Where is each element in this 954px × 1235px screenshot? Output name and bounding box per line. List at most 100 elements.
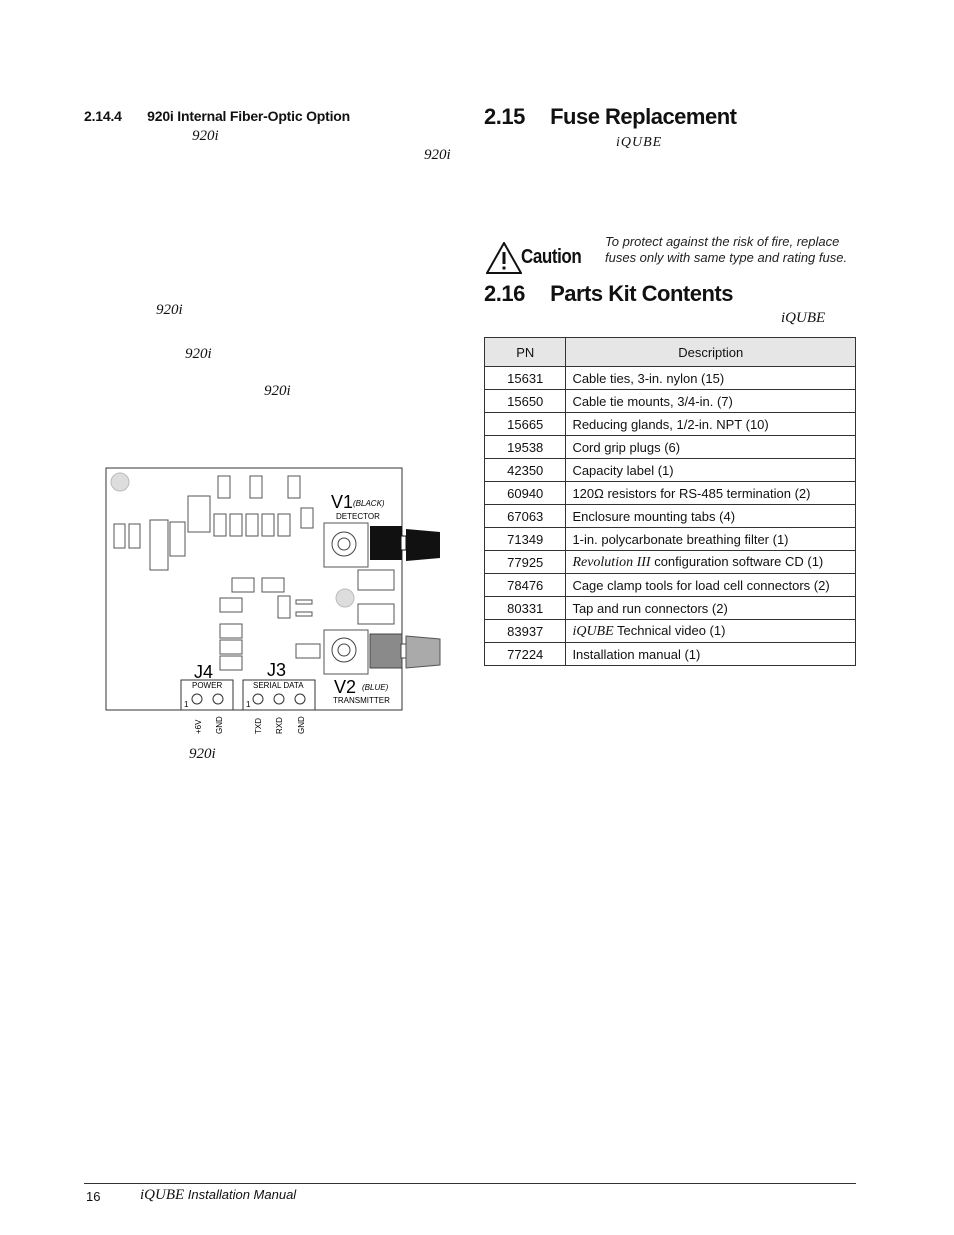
parts-heading: 2.16 Parts Kit Contents (484, 281, 733, 307)
j4-pin-label: +6V (194, 719, 203, 734)
part-description-cell: Cord grip plugs (6) (565, 435, 856, 459)
footer-page-number: 16 (86, 1189, 101, 1204)
model-ref: 920i (185, 346, 212, 362)
footer-title: iQUBE Installation Manual (140, 1187, 296, 1204)
part-number-cell: 67063 (483, 504, 567, 528)
footer-manual: Installation Manual (187, 1187, 297, 1202)
part-number-cell: 15631 (483, 366, 567, 390)
fuse-model-ref: iQUBE (616, 135, 663, 150)
part-description-cell: Revolution III configuration software CD… (565, 550, 856, 574)
column-header-pn: PN (483, 337, 567, 367)
fuse-section-title: Fuse Replacement (550, 104, 737, 129)
caution-text: To protect against the risk of fire, rep… (605, 234, 848, 265)
product-name: iQUBE (572, 623, 614, 639)
fuse-section-number: 2.15 (484, 104, 525, 129)
product-name: Revolution III (572, 554, 651, 570)
j4-pin-label: GND (215, 716, 224, 734)
description-text: configuration software CD (1) (650, 553, 824, 569)
j3-name: SERIAL DATA (253, 681, 304, 690)
part-description-cell: Capacity label (1) (565, 458, 856, 482)
part-number-cell: 77925 (483, 550, 567, 574)
v1-color: (BLACK) (353, 499, 385, 508)
model-ref: 920i (424, 147, 451, 163)
v1-black-cable-connector (370, 526, 402, 560)
subsection-title: 920i Internal Fiber-Optic Option (147, 108, 350, 124)
j3-pin-label: TXD (254, 718, 263, 734)
j4-power-connector (180, 679, 234, 711)
column-header-description: Description (565, 337, 856, 367)
footer-product: iQUBE (140, 1187, 185, 1203)
part-description-cell: 1-in. polycarbonate breathing filter (1) (565, 527, 856, 551)
part-number-cell: 78476 (483, 573, 567, 597)
j3-pin-label: RXD (275, 717, 284, 734)
part-description-cell: Installation manual (1) (565, 642, 856, 666)
part-description-cell: Reducing glands, 1/2-in. NPT (10) (565, 412, 856, 436)
parts-section-number: 2.16 (484, 281, 525, 306)
part-number-cell: 42350 (483, 458, 567, 482)
subsection-heading: 2.14.4 920i Internal Fiber-Optic Option (84, 108, 350, 124)
part-number-cell: 19538 (483, 435, 567, 459)
v1-label: V1 (331, 492, 353, 512)
v2-color: (BLUE) (362, 683, 389, 692)
part-description-cell: Enclosure mounting tabs (4) (565, 504, 856, 528)
parts-model-ref: iQUBE (781, 310, 826, 326)
part-number-cell: 71349 (483, 527, 567, 551)
v2-label: V2 (334, 677, 356, 697)
table-header-row: PN Description (483, 337, 856, 367)
part-number-cell: 83937 (483, 619, 567, 643)
fuse-heading: 2.15 Fuse Replacement (484, 104, 737, 130)
warning-triangle-icon (486, 242, 522, 274)
parts-section-title: Parts Kit Contents (550, 281, 733, 306)
j4-label: J4 (194, 662, 213, 682)
mounting-hole (335, 588, 355, 608)
fiber-optic-board-diagram: V1 (BLACK) DETECTOR V2 (BLUE) TRANSMITTE… (105, 467, 441, 734)
v1-name: DETECTOR (336, 512, 380, 521)
v1-black-cable (406, 529, 440, 561)
subsection-number: 2.14.4 (84, 108, 122, 124)
part-number-cell: 77224 (483, 642, 567, 666)
v2-name: TRANSMITTER (333, 696, 390, 705)
part-description-cell: iQUBE Technical video (1) (565, 619, 856, 643)
j3-pin1: 1 (246, 700, 251, 709)
part-number-cell: 15650 (483, 389, 567, 413)
part-description-cell: Cage clamp tools for load cell connector… (565, 573, 856, 597)
footer-rule (84, 1183, 856, 1184)
part-description-cell: Tap and run connectors (2) (565, 596, 856, 620)
j3-pin-label: GND (297, 716, 306, 734)
model-ref: 920i (192, 128, 219, 144)
board-components (113, 475, 395, 671)
description-text: Technical video (1) (613, 622, 726, 638)
v2-blue-cable-connector (369, 633, 403, 669)
v2-blue-cable (405, 635, 441, 669)
j4-name: POWER (192, 681, 222, 690)
part-number-cell: 60940 (483, 481, 567, 505)
part-description-cell: 120Ω resistors for RS-485 termination (2… (565, 481, 856, 505)
j3-label: J3 (267, 660, 286, 680)
figure-caption-model: 920i (189, 746, 216, 762)
j4-pin1: 1 (184, 700, 189, 709)
mounting-hole (110, 472, 130, 492)
caution-label: Caution (521, 246, 582, 268)
model-ref: 920i (156, 302, 183, 318)
part-description-cell: Cable ties, 3-in. nylon (15) (565, 366, 856, 390)
part-number-cell: 80331 (483, 596, 567, 620)
part-number-cell: 15665 (483, 412, 567, 436)
caution-callout: Caution To protect against the risk of f… (486, 234, 856, 276)
model-ref: 920i (264, 383, 291, 399)
part-description-cell: Cable tie mounts, 3/4-in. (7) (565, 389, 856, 413)
